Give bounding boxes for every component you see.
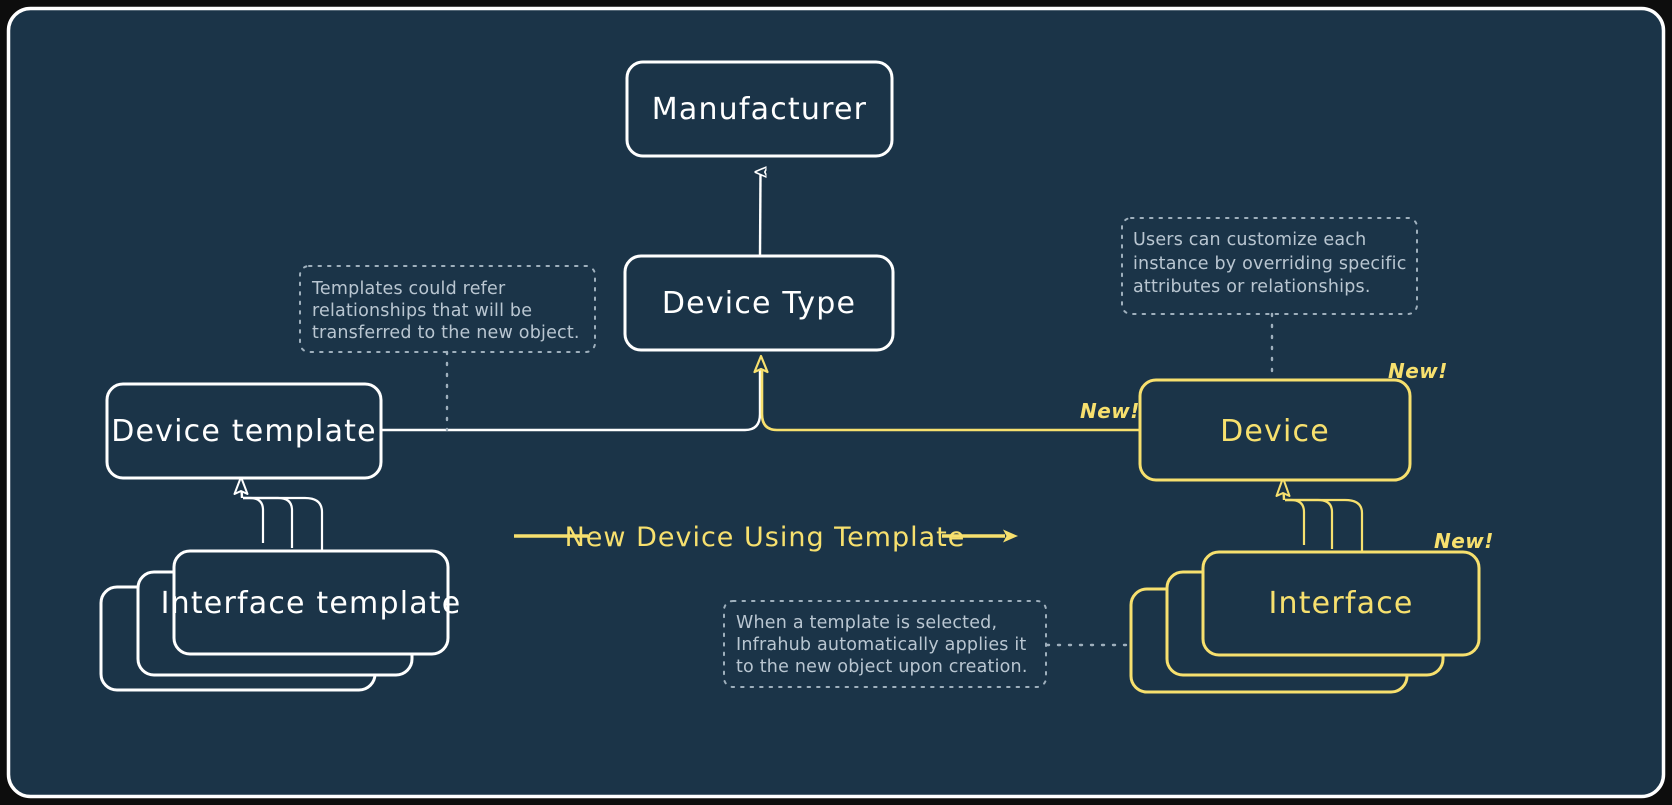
badge-interface-new: New!	[1434, 529, 1494, 553]
note-users-customize-box	[1121, 217, 1418, 315]
note-templates-refer: Templates could refer relationships that…	[299, 265, 596, 353]
note-users-customize-line-3: attributes or relationships.	[1133, 277, 1371, 297]
edge-interfacetemplate-3	[243, 496, 324, 551]
node-interface-label: Interface	[1268, 586, 1413, 621]
flow-arrow-label: New Device Using Template	[565, 522, 966, 553]
note-templates-refer-box	[299, 265, 596, 353]
node-manufacturer-label: Manufacturer	[652, 92, 867, 127]
note-users-customize-line-2: instance by overriding specific	[1133, 254, 1407, 274]
note-templates-refer-line-2: relationships that will be	[312, 301, 532, 321]
edge-devicetype-manufacturer	[760, 172, 761, 257]
node-device-type[interactable]: Device Type	[623, 254, 895, 352]
note-template-selected-box	[723, 600, 1047, 688]
note-templates-refer-line-1: Templates could refer	[311, 279, 506, 299]
node-device[interactable]: Device	[1138, 378, 1412, 482]
node-interface[interactable]: Interface	[1129, 550, 1481, 694]
note-template-selected-line-3: to the new object upon creation.	[736, 657, 1028, 677]
node-interface-box	[1201, 550, 1481, 657]
edge-devicetemplate-devicetype	[381, 370, 762, 432]
node-device-label: Device	[1220, 414, 1330, 449]
node-interface-template-box	[172, 549, 450, 656]
note-users-customize: Users can customize each instance by ove…	[1121, 217, 1418, 315]
edge-interfacetemplate-arrowhead	[233, 476, 249, 495]
edge-device-devicetype	[760, 370, 1140, 432]
node-manufacturer-box	[625, 60, 894, 158]
node-interface-template-label: Interface template	[161, 586, 462, 621]
flow-arrow: New Device Using Template	[514, 522, 1018, 553]
note-templates-refer-line-3: transferred to the new object.	[312, 323, 580, 343]
node-interface-template[interactable]: Interface template	[99, 549, 462, 692]
node-device-type-box	[623, 254, 895, 352]
note-template-selected: When a template is selected, Infrahub au…	[723, 600, 1047, 688]
node-device-template-label: Device template	[111, 414, 377, 449]
node-device-template[interactable]: Device template	[105, 382, 383, 480]
note-template-selected-line-2: Infrahub automatically applies it	[736, 635, 1027, 655]
edge-device-devicetype-arrowhead	[753, 354, 769, 374]
node-manufacturer[interactable]: Manufacturer	[625, 60, 894, 158]
node-device-type-label: Device Type	[662, 286, 856, 321]
badge-link-new: New!	[1080, 399, 1140, 423]
note-users-customize-line-1: Users can customize each	[1133, 230, 1366, 250]
node-device-box	[1138, 378, 1412, 482]
note-template-selected-line-1: When a template is selected,	[736, 613, 997, 633]
edge-interface-3	[1285, 498, 1364, 552]
node-device-template-box	[105, 382, 383, 480]
edge-interface-arrowhead	[1275, 477, 1291, 497]
badge-device-new: New!	[1388, 359, 1448, 383]
